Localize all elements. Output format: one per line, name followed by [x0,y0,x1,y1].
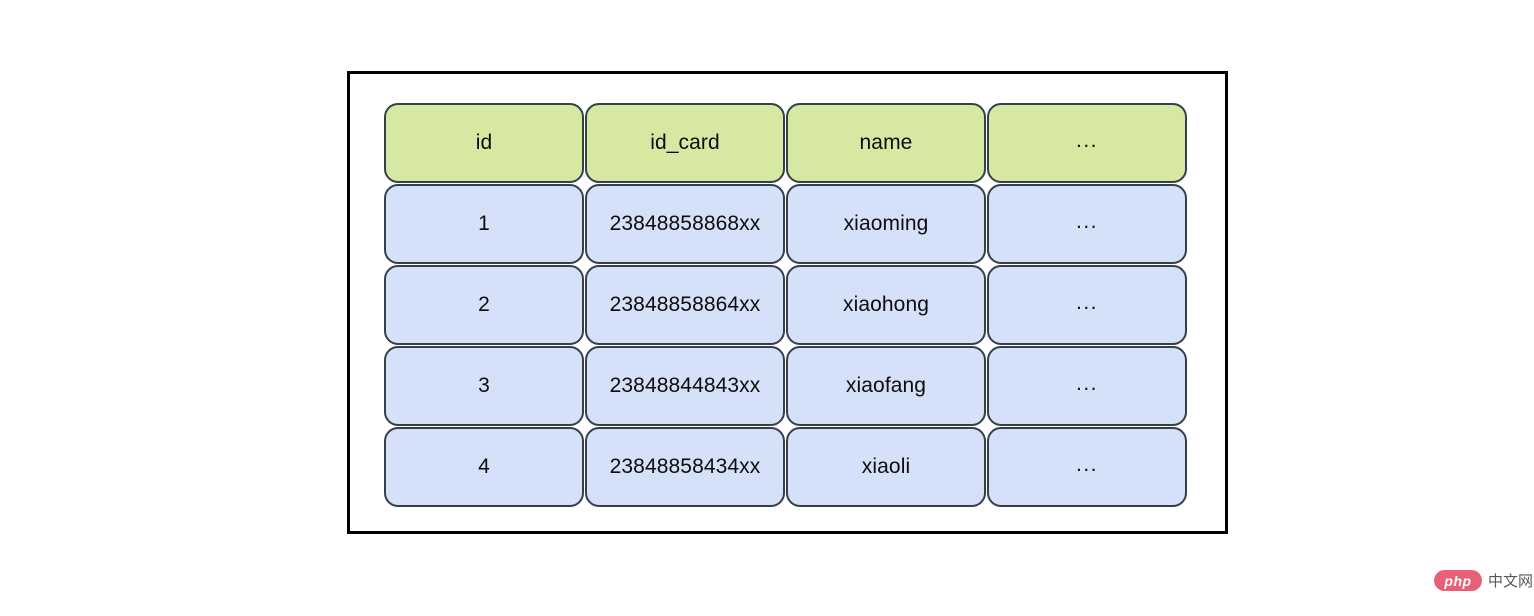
entity-table: id id_card name ... 1 23848858868xx xiao… [384,103,1188,507]
cell-id-card: 23848858864xx [585,265,785,345]
table-row: 3 23848844843xx xiaofang ... [384,346,1188,426]
cell-more: ... [987,184,1187,264]
cell-name: xiaoming [786,184,986,264]
cell-id: 3 [384,346,584,426]
cell-name: xiaohong [786,265,986,345]
watermark: php 中文网 [1434,570,1533,591]
cell-more: ... [987,346,1187,426]
table-row: 4 23848858434xx xiaoli ... [384,427,1188,507]
cell-name: xiaofang [786,346,986,426]
cell-more: ... [987,265,1187,345]
column-header-id-card: id_card [585,103,785,183]
cell-id-card: 23848858434xx [585,427,785,507]
column-header-id: id [384,103,584,183]
cell-id-card: 23848858868xx [585,184,785,264]
cell-id-card: 23848844843xx [585,346,785,426]
table-header-row: id id_card name ... [384,103,1188,183]
cell-id: 2 [384,265,584,345]
table-row: 1 23848858868xx xiaoming ... [384,184,1188,264]
column-header-more: ... [987,103,1187,183]
cell-id: 1 [384,184,584,264]
column-header-name: name [786,103,986,183]
cell-name: xiaoli [786,427,986,507]
table-row: 2 23848858864xx xiaohong ... [384,265,1188,345]
php-logo-icon: php [1434,570,1482,591]
cell-more: ... [987,427,1187,507]
diagram-frame: id id_card name ... 1 23848858868xx xiao… [347,71,1228,534]
cell-id: 4 [384,427,584,507]
watermark-site-label: 中文网 [1488,572,1534,590]
